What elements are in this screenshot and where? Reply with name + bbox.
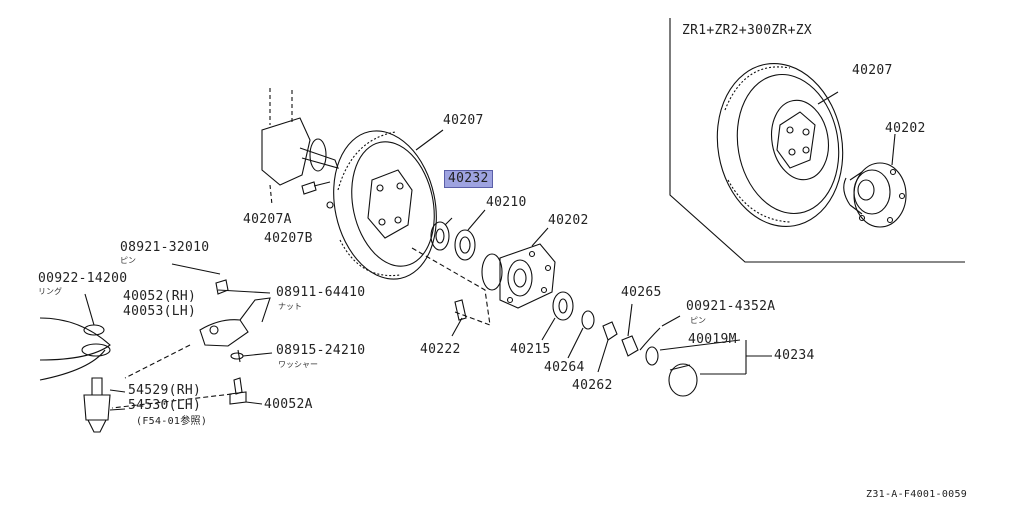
inset-title: ZR1+ZR2+300ZR+ZX xyxy=(682,23,813,38)
label-40210[interactable]: 40210 xyxy=(486,195,527,210)
label-40207[interactable]: 40207 xyxy=(443,113,484,128)
inset-rotor-drawing xyxy=(716,62,844,228)
label-08911-64410[interactable]: 08911-64410 xyxy=(276,285,366,300)
label-40262[interactable]: 40262 xyxy=(572,378,613,393)
knuckle-drawing xyxy=(261,88,339,206)
label-54529-rh[interactable]: 54529(RH) xyxy=(128,383,202,398)
label-08921-32010[interactable]: 08921-32010 xyxy=(120,240,210,255)
label-40019M[interactable]: 40019M xyxy=(688,332,737,347)
label-08915-24210[interactable]: 08915-24210 xyxy=(276,343,366,358)
sublabel-08915: ワッシャー xyxy=(278,360,318,369)
sublabel-00921: ピン xyxy=(690,316,706,325)
bearing-drawing xyxy=(430,221,476,261)
inset-label-40202[interactable]: 40202 xyxy=(885,121,926,136)
label-40234[interactable]: 40234 xyxy=(774,348,815,363)
label-40202[interactable]: 40202 xyxy=(548,213,589,228)
sublabel-00922: リング xyxy=(38,287,62,296)
label-40052-rh[interactable]: 40052(RH) xyxy=(123,289,197,304)
main-rotor-drawing xyxy=(333,130,437,280)
label-40053-lh[interactable]: 40053(LH) xyxy=(123,304,197,319)
label-54530-lh[interactable]: 54530(LH) xyxy=(128,398,202,413)
main-hub-drawing xyxy=(481,243,556,309)
label-00922-14200[interactable]: 00922-14200 xyxy=(38,271,128,286)
note-f54-01: (F54-01参照) xyxy=(136,416,208,427)
label-40265[interactable]: 40265 xyxy=(621,285,662,300)
label-00921-4352A[interactable]: 00921-4352A xyxy=(686,299,776,314)
label-40215[interactable]: 40215 xyxy=(510,342,551,357)
label-40207B[interactable]: 40207B xyxy=(264,231,313,246)
label-40222[interactable]: 40222 xyxy=(420,342,461,357)
sublabel-08921: ピン xyxy=(120,256,136,265)
inset-label-40207[interactable]: 40207 xyxy=(852,63,893,78)
label-40207A[interactable]: 40207A xyxy=(243,212,292,227)
label-40052A[interactable]: 40052A xyxy=(264,397,313,412)
label-40264[interactable]: 40264 xyxy=(544,360,585,375)
inset-hub-drawing xyxy=(843,162,907,228)
sublabel-08911: ナット xyxy=(278,302,302,311)
diagram-code: Z31-A-F4001-0059 xyxy=(866,489,968,500)
inset-frame xyxy=(669,18,965,263)
label-40232-highlighted[interactable]: 40232 xyxy=(444,170,493,188)
